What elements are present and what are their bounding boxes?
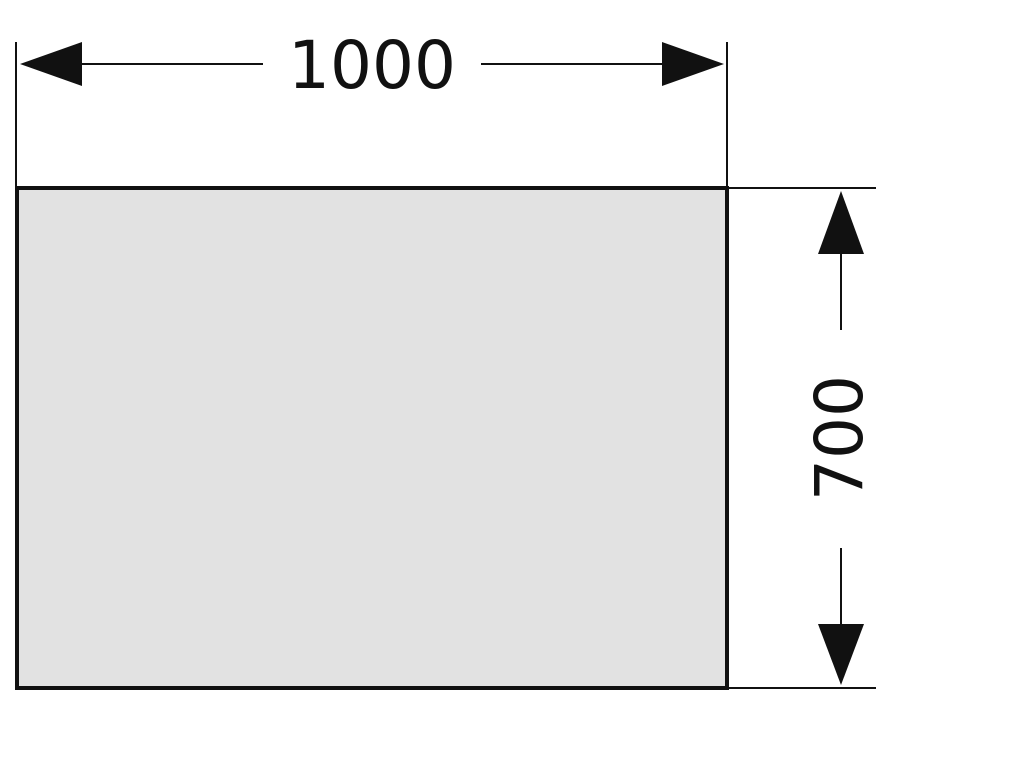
height-label: 700 [801, 375, 878, 501]
width-label: 1000 [288, 27, 456, 104]
arrow-left-icon [20, 42, 82, 86]
rectangle-shape [15, 186, 729, 690]
arrow-up-icon [818, 191, 864, 254]
arrow-down-icon [818, 624, 864, 685]
arrow-right-icon [662, 42, 724, 86]
